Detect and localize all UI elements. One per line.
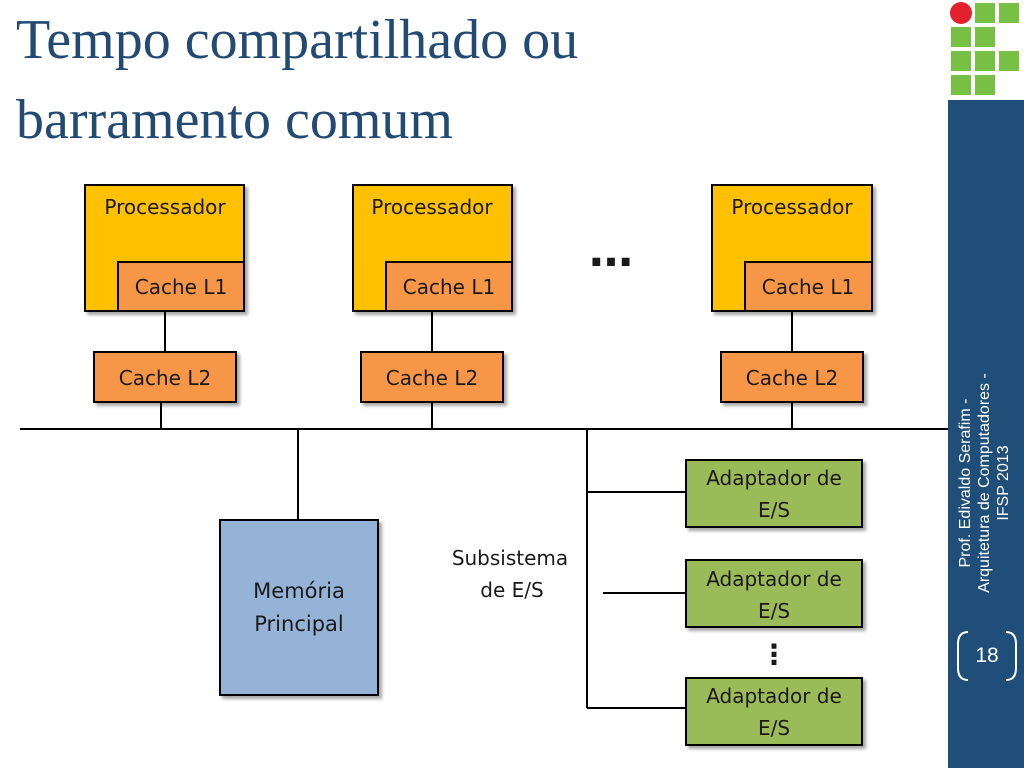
processor-1-cache-l1: Cache L1: [135, 275, 227, 299]
diagram-canvas: Processador Cache L1 Cache L2 Processado…: [20, 184, 948, 746]
slide-title: Tempo compartilhado ou barramento comum: [16, 9, 579, 151]
sidebar-band: [948, 0, 1024, 768]
processor-1-cache-l2-box: [93, 351, 237, 403]
processor-2-cache-l1: Cache L1: [403, 275, 495, 299]
logo-red-dot: [950, 2, 972, 24]
main-memory-box: [219, 519, 379, 696]
bus-diagram: Processador Cache L1 Cache L2 Processado…: [0, 170, 948, 758]
io-adapter-1-line2: E/S: [758, 498, 790, 522]
bracket-icon: [957, 631, 1017, 681]
footer-text-content: Prof. Edivaldo Serafim - Arquitetura de …: [957, 373, 1012, 593]
io-adapter-2-line1: Adaptador de: [706, 567, 842, 591]
processor-2: [352, 184, 513, 312]
processor-2-cache-l2-box: [360, 351, 504, 403]
processor-ellipsis: …: [589, 226, 633, 277]
io-adapter-3-box: [685, 677, 863, 746]
main-memory-line1: Memória: [253, 579, 345, 603]
processor-3-label: Processador: [731, 195, 853, 219]
io-adapter-2-box: [685, 559, 863, 628]
io-subsystem-line1: Subsistema: [452, 546, 568, 570]
processor-3-cache-l1: Cache L1: [762, 275, 854, 299]
processor-1-cache-l2: Cache L2: [119, 366, 211, 390]
processor-1-label: Processador: [104, 195, 226, 219]
main-memory-line2: Principal: [254, 612, 344, 636]
processor-2-label: Processador: [371, 195, 493, 219]
institution-logo: [948, 0, 1024, 100]
io-adapter-1-box: [685, 459, 863, 528]
io-adapter-1-line1: Adaptador de: [706, 466, 842, 490]
io-subsystem-line2: de E/S: [480, 578, 543, 602]
processor-1: [84, 184, 245, 312]
page-number: 18: [975, 644, 999, 667]
io-adapter-3-line2: E/S: [758, 716, 790, 740]
processor-3-cache-l2: Cache L2: [746, 366, 838, 390]
io-adapter-3-line1: Adaptador de: [706, 684, 842, 708]
footer-text: Prof. Edivaldo Serafim - Arquitetura de …: [956, 347, 1012, 619]
io-adapter-ellipsis: ⋮: [760, 638, 788, 671]
bus-lines: [20, 311, 948, 709]
page-number-badge: 18: [956, 630, 1018, 682]
processor-3: [711, 184, 873, 312]
io-adapter-2-line2: E/S: [758, 599, 790, 623]
logo-grid-icon: [950, 2, 1019, 95]
processor-3-cache-l2-box: [720, 351, 864, 403]
processor-2-cache-l2: Cache L2: [386, 366, 478, 390]
